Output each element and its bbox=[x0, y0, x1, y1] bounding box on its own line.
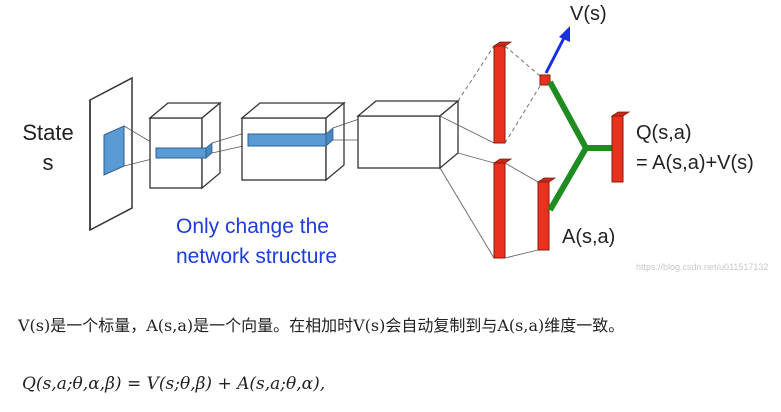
advantage-output-layer bbox=[536, 177, 557, 251]
network-note-line2: network structure bbox=[176, 245, 338, 268]
q-label-line1: Q(s,a) bbox=[636, 122, 692, 144]
value-stream-layer bbox=[492, 41, 513, 144]
stream-connection bbox=[457, 45, 495, 102]
stream-connection bbox=[504, 45, 541, 77]
value-label: V(s) bbox=[570, 3, 607, 25]
stream-connection bbox=[439, 167, 495, 259]
watermark: https://blog.csdn.net/u011517132 bbox=[636, 262, 769, 272]
formula-text: Q(s,a;θ,α,β) = V(s;θ,β) + A(s,a;θ,α), bbox=[22, 374, 326, 394]
network-note-line1: Only change the bbox=[176, 215, 329, 238]
value-output-node bbox=[539, 74, 551, 86]
stream-connection bbox=[504, 162, 539, 183]
dueling-network-diagram bbox=[89, 26, 631, 259]
conv-block-1 bbox=[148, 101, 222, 190]
stream-connection bbox=[504, 85, 541, 144]
explanation-text: V(s)是一个标量，A(s,a)是一个向量。在相加时V(s)会自动复制到与A(s… bbox=[18, 316, 625, 335]
q-label-line2: = A(s,a)+V(s) bbox=[636, 152, 754, 174]
input-kernel bbox=[103, 125, 125, 176]
state-label: State s bbox=[18, 118, 78, 178]
q-label: Q(s,a) = A(s,a)+V(s) bbox=[636, 118, 754, 178]
network-note: Only change the network structure bbox=[176, 212, 337, 272]
conv-block-2 bbox=[240, 101, 346, 182]
advantage-label: A(s,a) bbox=[562, 226, 616, 248]
stream-connection bbox=[439, 115, 495, 144]
conv-block-3 bbox=[356, 99, 460, 170]
merge-connector bbox=[547, 80, 612, 212]
stream-connection bbox=[457, 152, 495, 164]
q-output-layer bbox=[610, 111, 631, 183]
value-arrow bbox=[544, 26, 570, 74]
advantage-stream-layer bbox=[492, 158, 513, 259]
state-label-line1: State bbox=[22, 120, 74, 145]
projection-line bbox=[332, 117, 363, 129]
state-label-line2: s bbox=[42, 150, 54, 175]
stream-connection bbox=[504, 249, 539, 259]
